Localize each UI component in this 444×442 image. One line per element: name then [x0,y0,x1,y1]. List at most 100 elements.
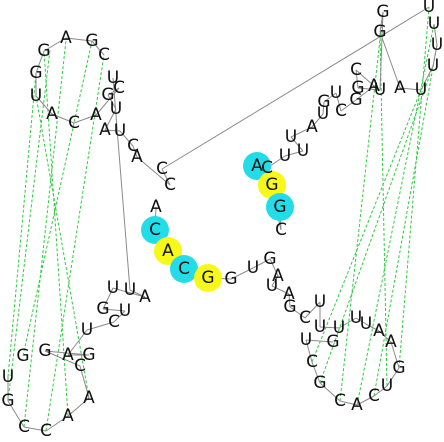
nucleotide-label: C [113,78,125,98]
base-pair-link [43,50,69,417]
backbone-segment [132,145,138,158]
nucleotide-label: A [394,78,406,98]
nucleotide-label: G [373,22,386,42]
nucleotide-label: U [314,292,326,312]
backbone-segment [305,339,313,363]
backbone-segment [379,11,384,91]
nucleotide-label: U [119,301,131,321]
backbone-segment [161,168,171,186]
backbone-segment [91,40,105,56]
base-pair-link [373,44,438,397]
backbone-segment [113,310,126,323]
nucleotide-label: G [37,41,50,61]
nucleotide-label: U [423,0,435,17]
nucleotide-label: G [351,78,364,98]
backbone-segment [322,101,325,115]
nucleotide-label: A [368,76,380,96]
nucleotide-label: C [40,421,52,441]
base-pair-link [7,49,51,402]
nucleotide-label: A [90,105,102,125]
nucleotide-label: G [283,297,296,317]
backbone-segment [7,400,25,428]
nucleotide-label: A [251,156,263,176]
backbone-segment [288,293,291,308]
backbone-segment [107,94,117,110]
nucleotide-highlight-cyan [243,152,271,180]
backbone-segment [379,11,384,33]
base-pair-link [35,95,90,399]
backbone-segment [35,95,53,115]
backbone-segment [390,341,400,369]
backbone-segment [51,113,75,124]
nucleotide-label: U [247,258,259,278]
backbone-segment [399,87,422,91]
nucleotide-label: U [374,80,386,100]
nucleotide-label: G [101,85,114,105]
nucleotide-label: U [415,80,427,100]
nucleotide-label: U [124,280,136,300]
nucleotide-highlight-yellow [194,264,222,292]
backbone-segment [289,306,306,319]
nucleotide-label: C [299,308,311,328]
backbone-segment [319,326,340,329]
nucleotide-label: G [376,2,389,22]
backbone-segment [119,130,134,147]
backbone-segment [65,37,93,42]
nucleotide-label: C [156,159,168,179]
nucleotide-label: C [74,356,86,376]
backbone-segment [271,275,279,287]
backbone-segment [355,317,367,325]
nucleotide-label: C [178,259,190,279]
backbone-segment [355,69,359,89]
backbone-segment [355,85,375,101]
backbone-segment [373,385,388,397]
nucleotide-label: A [62,345,74,365]
backbone [7,6,438,432]
nucleotide-label: G [392,358,405,378]
nucleotide-label: C [98,45,110,65]
nucleotide-label: C [68,113,80,133]
nucleotide-label: C [368,386,380,406]
nucleotide-label: G [96,299,109,319]
backbone-segment [432,44,438,67]
backbone-segment [386,367,400,387]
backbone-segment [379,31,401,89]
nucleotide-label: U [300,330,312,350]
nucleotide-label: A [162,241,174,261]
nucleotide-label: A [385,332,397,352]
backbone-segment [95,87,120,116]
base-pair-link [319,65,434,384]
backbone-segment [102,287,114,310]
nucleotide-label: C [149,220,161,240]
backbone-segment [73,114,97,124]
nucleotide-label: G [38,341,51,361]
backbone-segment [284,150,304,157]
nucleotide-label: A [150,197,162,217]
nucleotide-highlight-cyan [141,216,169,244]
base-pair-link [379,31,388,387]
backbone-segment [335,92,342,112]
backbone-segment [161,6,430,170]
backbone-segment [311,113,324,128]
backbone-segment [107,87,120,96]
backbone-segment [355,69,375,87]
nucleotide-label: G [265,175,278,195]
nucleotide-label: C [335,101,347,121]
nucleotide-label: U [110,99,122,119]
nucleotide-label: G [273,197,286,217]
nucleotide-label: C [275,220,287,240]
base-pair-link [22,40,93,357]
backbone-segment [269,258,279,277]
backbone-segment [136,156,171,186]
backbone-segment [86,321,115,331]
nucleotide-label: G [201,268,214,288]
nucleotide-label: A [373,321,385,341]
nucleotide-highlight-yellow [258,171,286,199]
backbone-segment [102,308,126,312]
nucleotide-label: G [263,249,276,269]
backbone-segment [44,350,81,367]
nucleotide-label: G [317,92,330,112]
backbone-segment [378,330,392,343]
